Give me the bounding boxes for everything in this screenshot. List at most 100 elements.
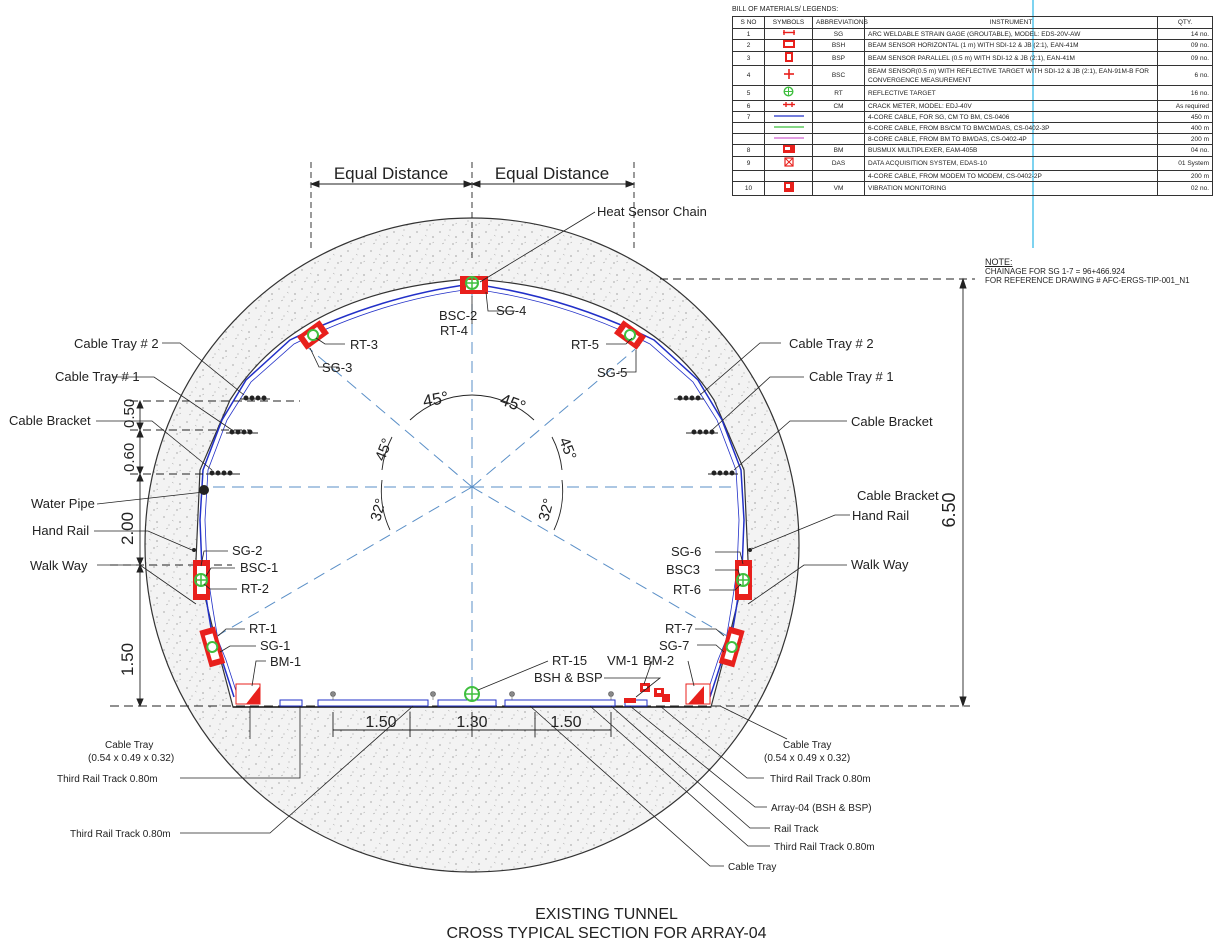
bom-sno: 10 (732, 181, 765, 196)
bom-col-instrument: INSTRUMENT (864, 16, 1158, 29)
bom-symbol (764, 65, 813, 86)
drawing-note: NOTE: CHAINAGE FOR SG 1-7 = 96+466.924 F… (985, 257, 1190, 286)
bom-qty: 200 m (1157, 170, 1213, 182)
bom-col-abbr: ABBREVIATIONS (812, 16, 868, 29)
dim-200: 2.00 (118, 512, 137, 545)
track-150-a: 1.50 (365, 714, 396, 731)
beam-sensor-horizontal-icon (782, 40, 795, 51)
bom-sno: 2 (732, 39, 765, 52)
label-bsc2: BSC-2 (439, 308, 477, 323)
bom-sno: 5 (732, 85, 765, 101)
bom-sno: 6 (732, 100, 765, 112)
bom-row: 4-CORE CABLE, FROM MODEM TO MODEM, CS-04… (732, 170, 1213, 182)
bom-symbol (764, 170, 813, 182)
label-water-pipe: Water Pipe (31, 496, 95, 511)
label-bsh-bsp: BSH & BSP (534, 670, 603, 685)
reflective-target-icon (783, 86, 794, 100)
sensor-upper-left (296, 320, 330, 350)
equal-distance-left: Equal Distance (334, 164, 448, 183)
label-array04: Array-04 (BSH & BSP) (771, 803, 872, 814)
bom-abbr: BSH (812, 39, 865, 52)
bom-qty: 14 no. (1157, 28, 1213, 40)
label-cable-tray-left-a: Cable Tray (105, 740, 153, 751)
label-cable-tray1-left: Cable Tray # 1 (55, 369, 140, 384)
bom-qty: 09 no. (1157, 39, 1213, 52)
reflective-target-floor (464, 686, 480, 702)
equal-distance-dims (309, 162, 636, 262)
label-rt3: RT-3 (350, 337, 378, 352)
bom-instrument: 8-CORE CABLE, FROM BM TO BM/DAS, CS-0402… (864, 133, 1158, 145)
label-hand-rail-right: Hand Rail (852, 508, 909, 523)
cable-brackets-left (206, 395, 270, 476)
angle-mid-left: 45° (372, 436, 396, 463)
label-sg3: SG-3 (322, 360, 352, 375)
beam-sensor-parallel-icon (784, 52, 794, 65)
label-cable-tray-right-a: Cable Tray (783, 740, 831, 751)
bom-abbr: DAS (812, 156, 865, 171)
bill-of-materials: BILL OF MATERIALS/ LEGENDS: S NO SYMBOLS… (732, 4, 1213, 196)
hand-rail-left-symbol (192, 548, 196, 552)
cable-green-icon (773, 123, 804, 132)
leader-lines (94, 211, 850, 867)
hand-rail-right-symbol (748, 548, 752, 552)
bom-title: BILL OF MATERIALS/ LEGENDS: (732, 6, 839, 13)
bom-table: S NO SYMBOLS ABBREVIATIONS INSTRUMENT QT… (732, 16, 1213, 196)
bom-symbol (764, 51, 813, 66)
label-cable-tray1-right: Cable Tray # 1 (809, 369, 894, 384)
height-label: 6.50 (939, 492, 959, 527)
label-heat-sensor: Heat Sensor Chain (597, 204, 707, 219)
bom-qty: As required (1157, 100, 1213, 112)
label-sg6: SG-6 (671, 544, 701, 559)
label-sg4: SG-4 (496, 303, 526, 318)
cable-blue-icon (773, 112, 804, 121)
bom-qty: 450 m (1157, 111, 1213, 123)
label-third-rail-left1: Third Rail Track 0.80m (57, 774, 158, 785)
bom-instrument: REFLECTIVE TARGET (864, 85, 1158, 101)
note-heading: NOTE: (985, 257, 1013, 267)
bom-sno: 3 (732, 51, 765, 66)
bom-instrument: VIBRATION MONITORING (864, 181, 1158, 196)
angle-top-right: 45° (498, 390, 529, 417)
bom-symbol (764, 156, 813, 171)
bom-symbol (764, 181, 813, 196)
bom-abbr: RT (812, 85, 865, 101)
drawing-caption: EXISTING TUNNEL CROSS TYPICAL SECTION FO… (0, 905, 1213, 943)
bom-row: 6-CORE CABLE, FROM BS/CM TO BM/CM/DAS, C… (732, 122, 1213, 134)
sensor-top (460, 276, 488, 294)
bom-qty: 04 no. (1157, 144, 1213, 157)
label-cable-tray2-left: Cable Tray # 2 (74, 336, 159, 351)
bom-abbr: BSC (812, 65, 865, 86)
sensor-left-mid (193, 560, 210, 600)
bom-qty: 02 no. (1157, 181, 1213, 196)
bom-sno: 9 (732, 156, 765, 171)
bom-qty: 400 m (1157, 122, 1213, 134)
label-rail-track: Rail Track (774, 824, 819, 835)
busmux-left (235, 683, 261, 705)
dim-150-left: 1.50 (118, 643, 137, 676)
track-130: 1.30 (456, 714, 487, 731)
bom-instrument: BEAM SENSOR(0.5 m) WITH REFLECTIVE TARGE… (864, 65, 1158, 86)
bom-qty: 200 m (1157, 133, 1213, 145)
bom-instrument: 4-CORE CABLE, FOR SG, CM TO BM, CS-0406 (864, 111, 1158, 123)
bom-instrument: ARC WELDABLE STRAIN GAGE (GROUTABLE), MO… (864, 28, 1158, 40)
label-cable-tray-right-b: (0.54 x 0.49 x 0.32) (764, 753, 850, 764)
bom-sno: 1 (732, 28, 765, 40)
bom-row: 8-CORE CABLE, FROM BM TO BM/DAS, CS-0402… (732, 133, 1213, 145)
bom-abbr (812, 122, 865, 134)
label-cable-tray-bottom: Cable Tray (728, 862, 776, 873)
bom-abbr: SG (812, 28, 865, 40)
bom-symbol (764, 100, 813, 112)
bom-symbol (764, 39, 813, 52)
note-line2: FOR REFERENCE DRAWING # AFC-ERGS-TIP-001… (985, 276, 1190, 285)
bom-symbol (764, 144, 813, 157)
vibration-monitor (624, 683, 670, 703)
label-cable-bracket-right1: Cable Bracket (851, 414, 933, 429)
bom-symbol (764, 85, 813, 101)
label-sg5: SG-5 (597, 365, 627, 380)
dim-060: 0.60 (121, 443, 138, 472)
note-line1: CHAINAGE FOR SG 1-7 = 96+466.924 (985, 267, 1126, 276)
label-rt2: RT-2 (241, 581, 269, 596)
